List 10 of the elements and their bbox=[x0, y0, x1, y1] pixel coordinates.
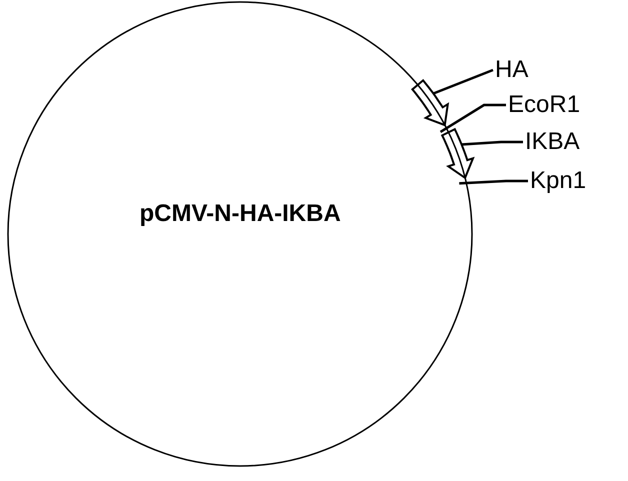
leader-line bbox=[459, 180, 528, 185]
feature-label: EcoR1 bbox=[508, 91, 580, 119]
feature-label: HA bbox=[495, 56, 528, 84]
feature-arrow bbox=[411, 78, 450, 126]
leader-line bbox=[432, 68, 494, 95]
feature-label: Kpn1 bbox=[530, 167, 586, 195]
leader-line bbox=[462, 140, 523, 146]
feature-label: IKBA bbox=[525, 128, 580, 156]
feature-arrow bbox=[440, 128, 475, 180]
plasmid-name: pCMV-N-HA-IKBA bbox=[140, 200, 341, 228]
